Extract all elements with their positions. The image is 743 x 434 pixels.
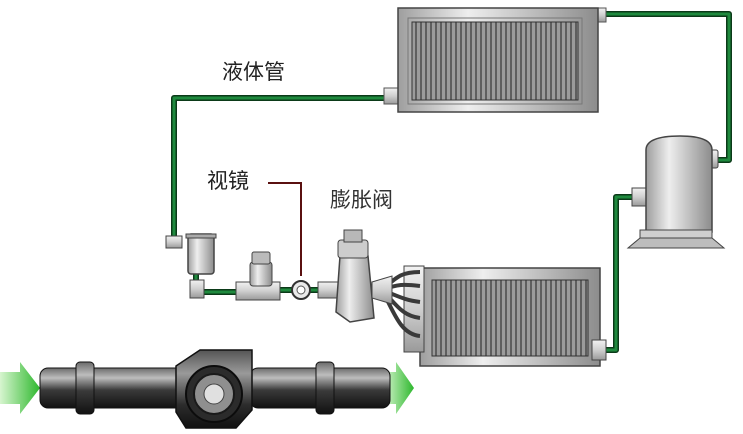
flow-arrow-icon (0, 362, 40, 414)
sight-glass-label: 视镜 (207, 169, 249, 193)
expansion-valve-icon (317, 229, 393, 323)
sight-glass-icon (291, 280, 311, 300)
flow-arrow-icon (384, 362, 414, 414)
receiver-icon (165, 233, 217, 299)
evaporator-icon (403, 265, 607, 367)
sight-glass-closeup (0, 349, 414, 429)
compressor-icon (626, 135, 726, 249)
expansion-valve-label: 膨胀阀 (330, 188, 393, 212)
suction-line-pipe (600, 194, 640, 353)
sight-glass-leader (268, 182, 302, 276)
condenser-icon (383, 7, 607, 113)
liquid-line-label: 液体管 (222, 60, 285, 84)
filter-drier-icon (235, 251, 281, 301)
